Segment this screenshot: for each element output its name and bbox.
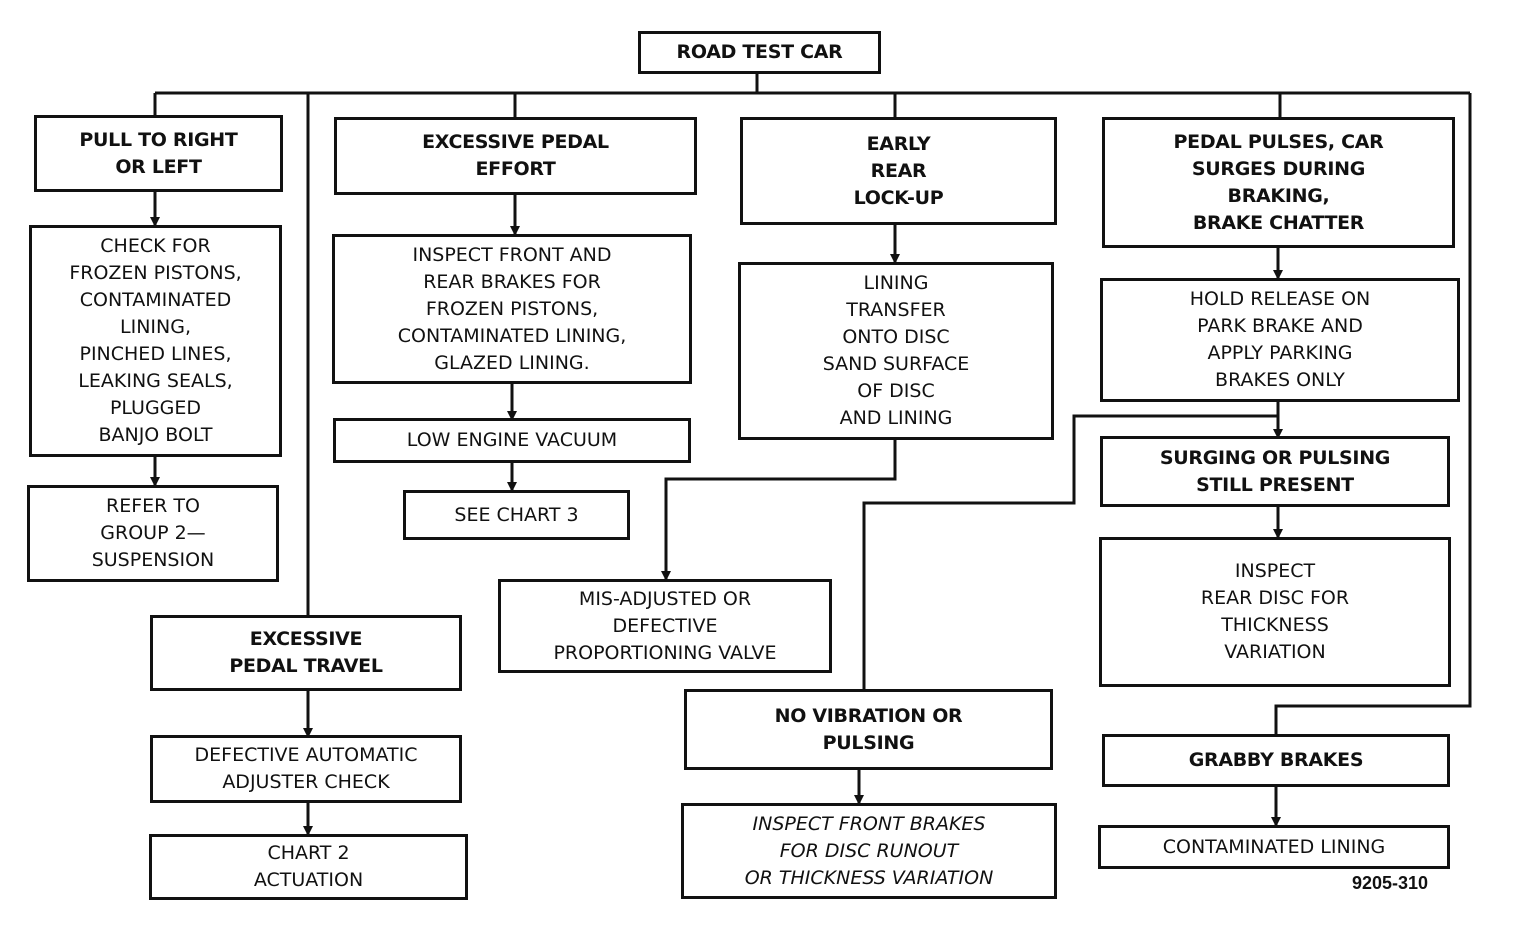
excessive-pedal-effort-box: EXCESSIVE PEDAL EFFORT [334,117,697,195]
connector-line [862,414,1278,690]
excessive-pedal-travel-box: EXCESSIVE PEDAL TRAVEL [150,615,462,691]
hold-release-box: HOLD RELEASE ON PARK BRAKE AND APPLY PAR… [1100,278,1460,402]
defective-adjuster-box: DEFECTIVE AUTOMATIC ADJUSTER CHECK [150,735,462,803]
inspect-rear-disc-box: INSPECT REAR DISC FOR THICKNESS VARIATIO… [1099,537,1451,687]
refer-group-2-box: REFER TO GROUP 2— SUSPENSION [27,485,279,582]
surging-present-box: SURGING OR PULSING STILL PRESENT [1100,436,1450,507]
inspect-front-runout-box: INSPECT FRONT BRAKES FOR DISC RUNOUT OR … [681,803,1057,899]
check-frozen-pistons-box: CHECK FOR FROZEN PISTONS, CONTAMINATED L… [29,225,282,457]
connector-arrow [661,440,897,581]
no-vibration-box: NO VIBRATION OR PULSING [684,689,1053,770]
pull-to-right-box: PULL TO RIGHT OR LEFT [34,115,283,192]
inspect-front-rear-box: INSPECT FRONT AND REAR BRAKES FOR FROZEN… [332,234,692,384]
early-rear-lockup-box: EARLY REAR LOCK-UP [740,117,1057,225]
chart-2-actuation-box: CHART 2 ACTUATION [149,834,468,900]
figure-code: 9205-310 [1352,873,1429,893]
low-engine-vacuum-box: LOW ENGINE VACUUM [333,418,691,463]
grabby-brakes-box: GRABBY BRAKES [1102,734,1450,787]
road-test-car-box: ROAD TEST CAR [638,31,881,74]
see-chart-3-box: SEE CHART 3 [403,490,630,540]
lining-transfer-box: LINING TRANSFER ONTO DISC SAND SURFACE O… [738,262,1054,440]
contaminated-lining-box: CONTAMINATED LINING [1098,825,1450,869]
pedal-pulses-box: PEDAL PULSES, CAR SURGES DURING BRAKING,… [1102,117,1455,248]
connector-line [1274,93,1472,735]
misadjusted-valve-box: MIS-ADJUSTED OR DEFECTIVE PROPORTIONING … [498,579,832,673]
